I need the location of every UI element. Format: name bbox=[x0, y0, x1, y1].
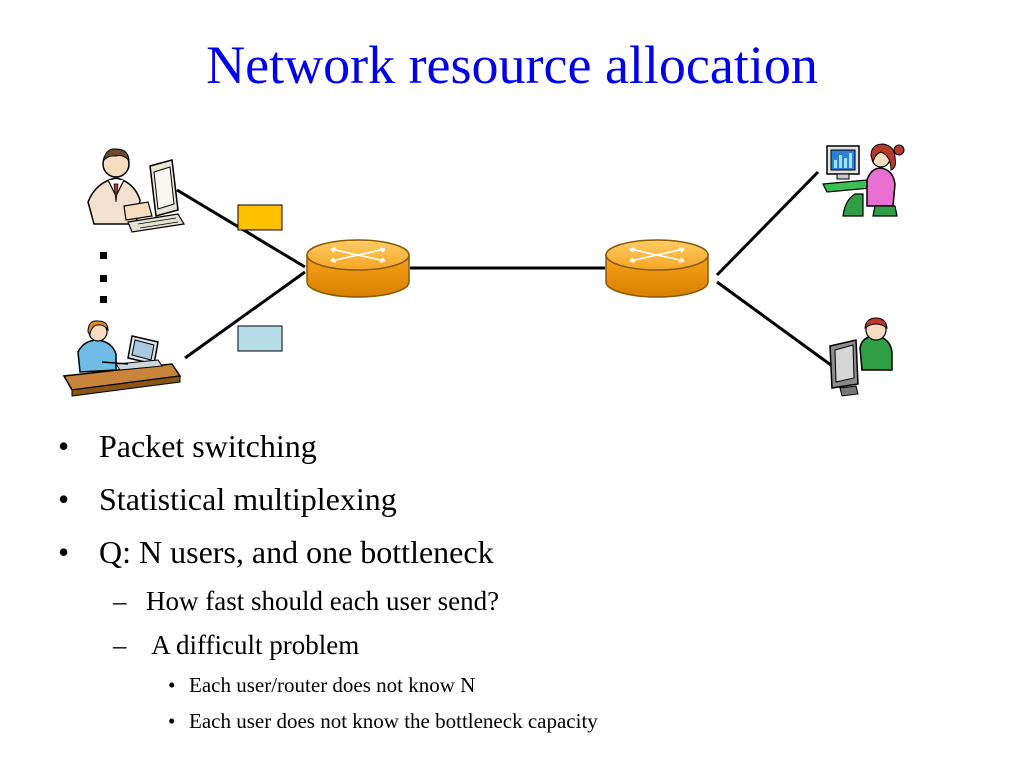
sub-sub-bullet-item: Each user/router does not know N bbox=[58, 667, 998, 703]
network-diagram bbox=[62, 143, 905, 397]
ellipsis-icon bbox=[100, 252, 107, 303]
bullet-item: Statistical multiplexing bbox=[58, 473, 998, 526]
link-router2-user4 bbox=[716, 280, 836, 370]
link-router2-user3 bbox=[715, 170, 820, 277]
businessman-at-computer-icon bbox=[87, 148, 185, 233]
sub-bullet-item: How fast should each user send? bbox=[58, 579, 998, 623]
woman-at-laptop-icon bbox=[62, 320, 182, 397]
packet-yellow bbox=[237, 204, 283, 231]
packet-light-blue bbox=[237, 325, 283, 352]
router-icon bbox=[605, 239, 709, 298]
user-at-monitor-icon bbox=[829, 317, 893, 397]
sub-sub-bullet-item: Each user does not know the bottleneck c… bbox=[58, 703, 998, 739]
link-user2-router1 bbox=[184, 270, 306, 360]
bullet-list: Packet switching Statistical multiplexin… bbox=[58, 420, 998, 739]
bullet-item: Q: N users, and one bottleneck bbox=[58, 526, 998, 579]
bullet-item: Packet switching bbox=[58, 420, 998, 473]
slide-title: Network resource allocation bbox=[206, 35, 818, 95]
sub-bullet-item: A difficult problem bbox=[58, 623, 998, 667]
network-links bbox=[176, 170, 836, 370]
woman-at-monitor-icon bbox=[822, 143, 905, 217]
router-icon bbox=[306, 239, 410, 298]
